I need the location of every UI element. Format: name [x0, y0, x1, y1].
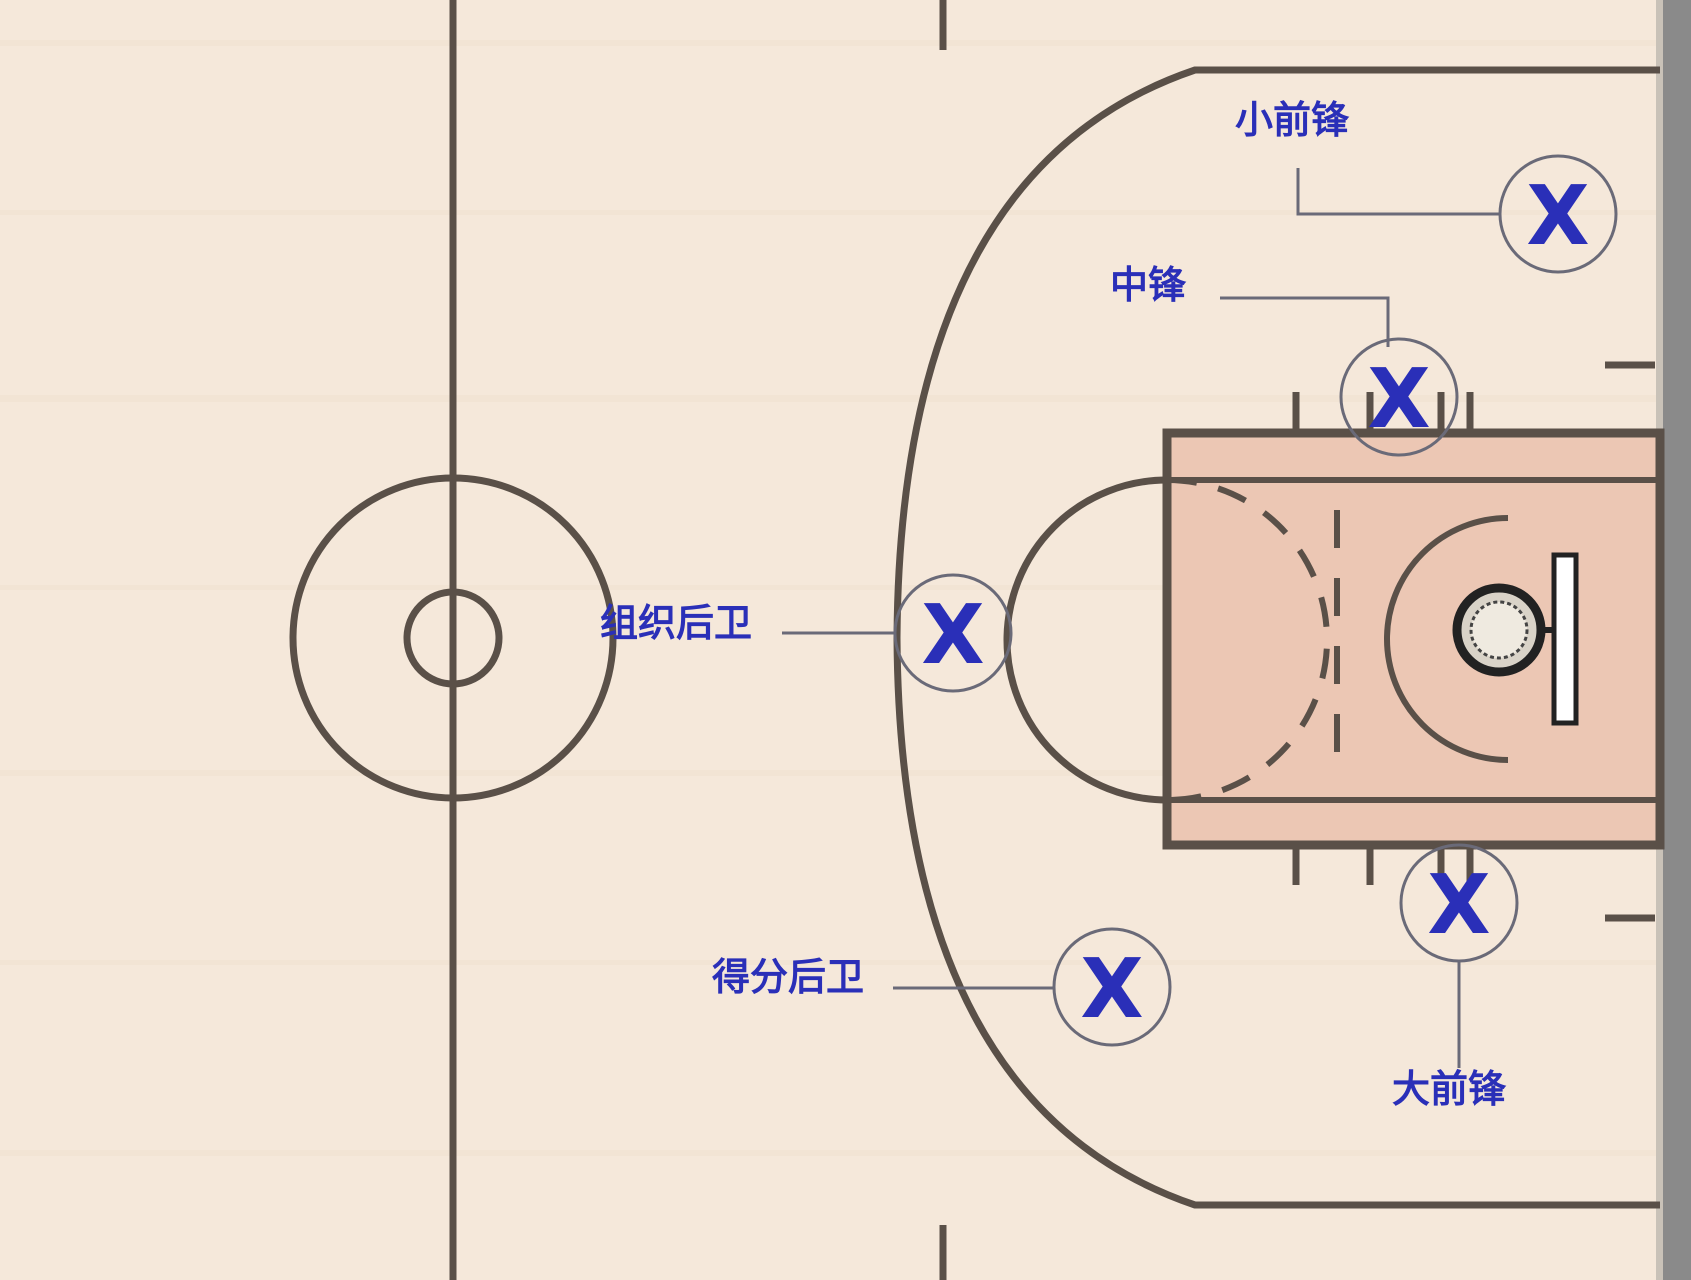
- label-small-forward: 小前锋: [1235, 98, 1350, 142]
- marker-circle-shooting-guard: [1052, 927, 1172, 1047]
- restricted-arc: [1384, 515, 1509, 763]
- lane-hash-marks: [1292, 361, 1655, 922]
- label-shooting-guard: 得分后卫: [712, 955, 864, 999]
- floor-grain: [0, 40, 1660, 1156]
- three-point-line: [893, 66, 1660, 1209]
- player-power-forward: X 大前锋: [1392, 843, 1519, 1111]
- x-marker-center: X: [1367, 352, 1430, 447]
- player-small-forward: X 小前锋: [1235, 98, 1618, 274]
- label-power-forward: 大前锋: [1392, 1067, 1507, 1111]
- leader-line-small-forward: [1296, 168, 1500, 216]
- leader-line-center: [1220, 296, 1390, 347]
- player-center: X 中锋: [1110, 263, 1459, 457]
- players-layer: X 组织后卫 X 得分后卫 X 小前锋 X 中锋 X 大前锋: [600, 98, 1618, 1111]
- marker-circle-point-guard: [893, 573, 1013, 693]
- label-point-guard: 组织后卫: [600, 601, 752, 645]
- player-point-guard: X 组织后卫: [600, 573, 1013, 693]
- player-shooting-guard: X 得分后卫: [712, 927, 1172, 1047]
- x-marker-power-forward: X: [1427, 858, 1490, 953]
- center-circle-outer: [289, 474, 617, 802]
- marker-circle-small-forward: [1498, 154, 1618, 274]
- center-circle-inner: [403, 588, 503, 688]
- x-marker-shooting-guard: X: [1080, 942, 1143, 1037]
- backboard: [1551, 552, 1579, 726]
- marker-circle-center: [1339, 337, 1459, 457]
- court-right-edge: [1662, 0, 1691, 1280]
- free-throw-circle-solid: [1003, 476, 1168, 804]
- marker-circle-power-forward: [1399, 843, 1519, 963]
- x-marker-small-forward: X: [1526, 169, 1589, 264]
- x-marker-point-guard: X: [921, 588, 984, 683]
- label-center: 中锋: [1110, 263, 1187, 307]
- free-throw-circle-dashed: [1166, 477, 1330, 803]
